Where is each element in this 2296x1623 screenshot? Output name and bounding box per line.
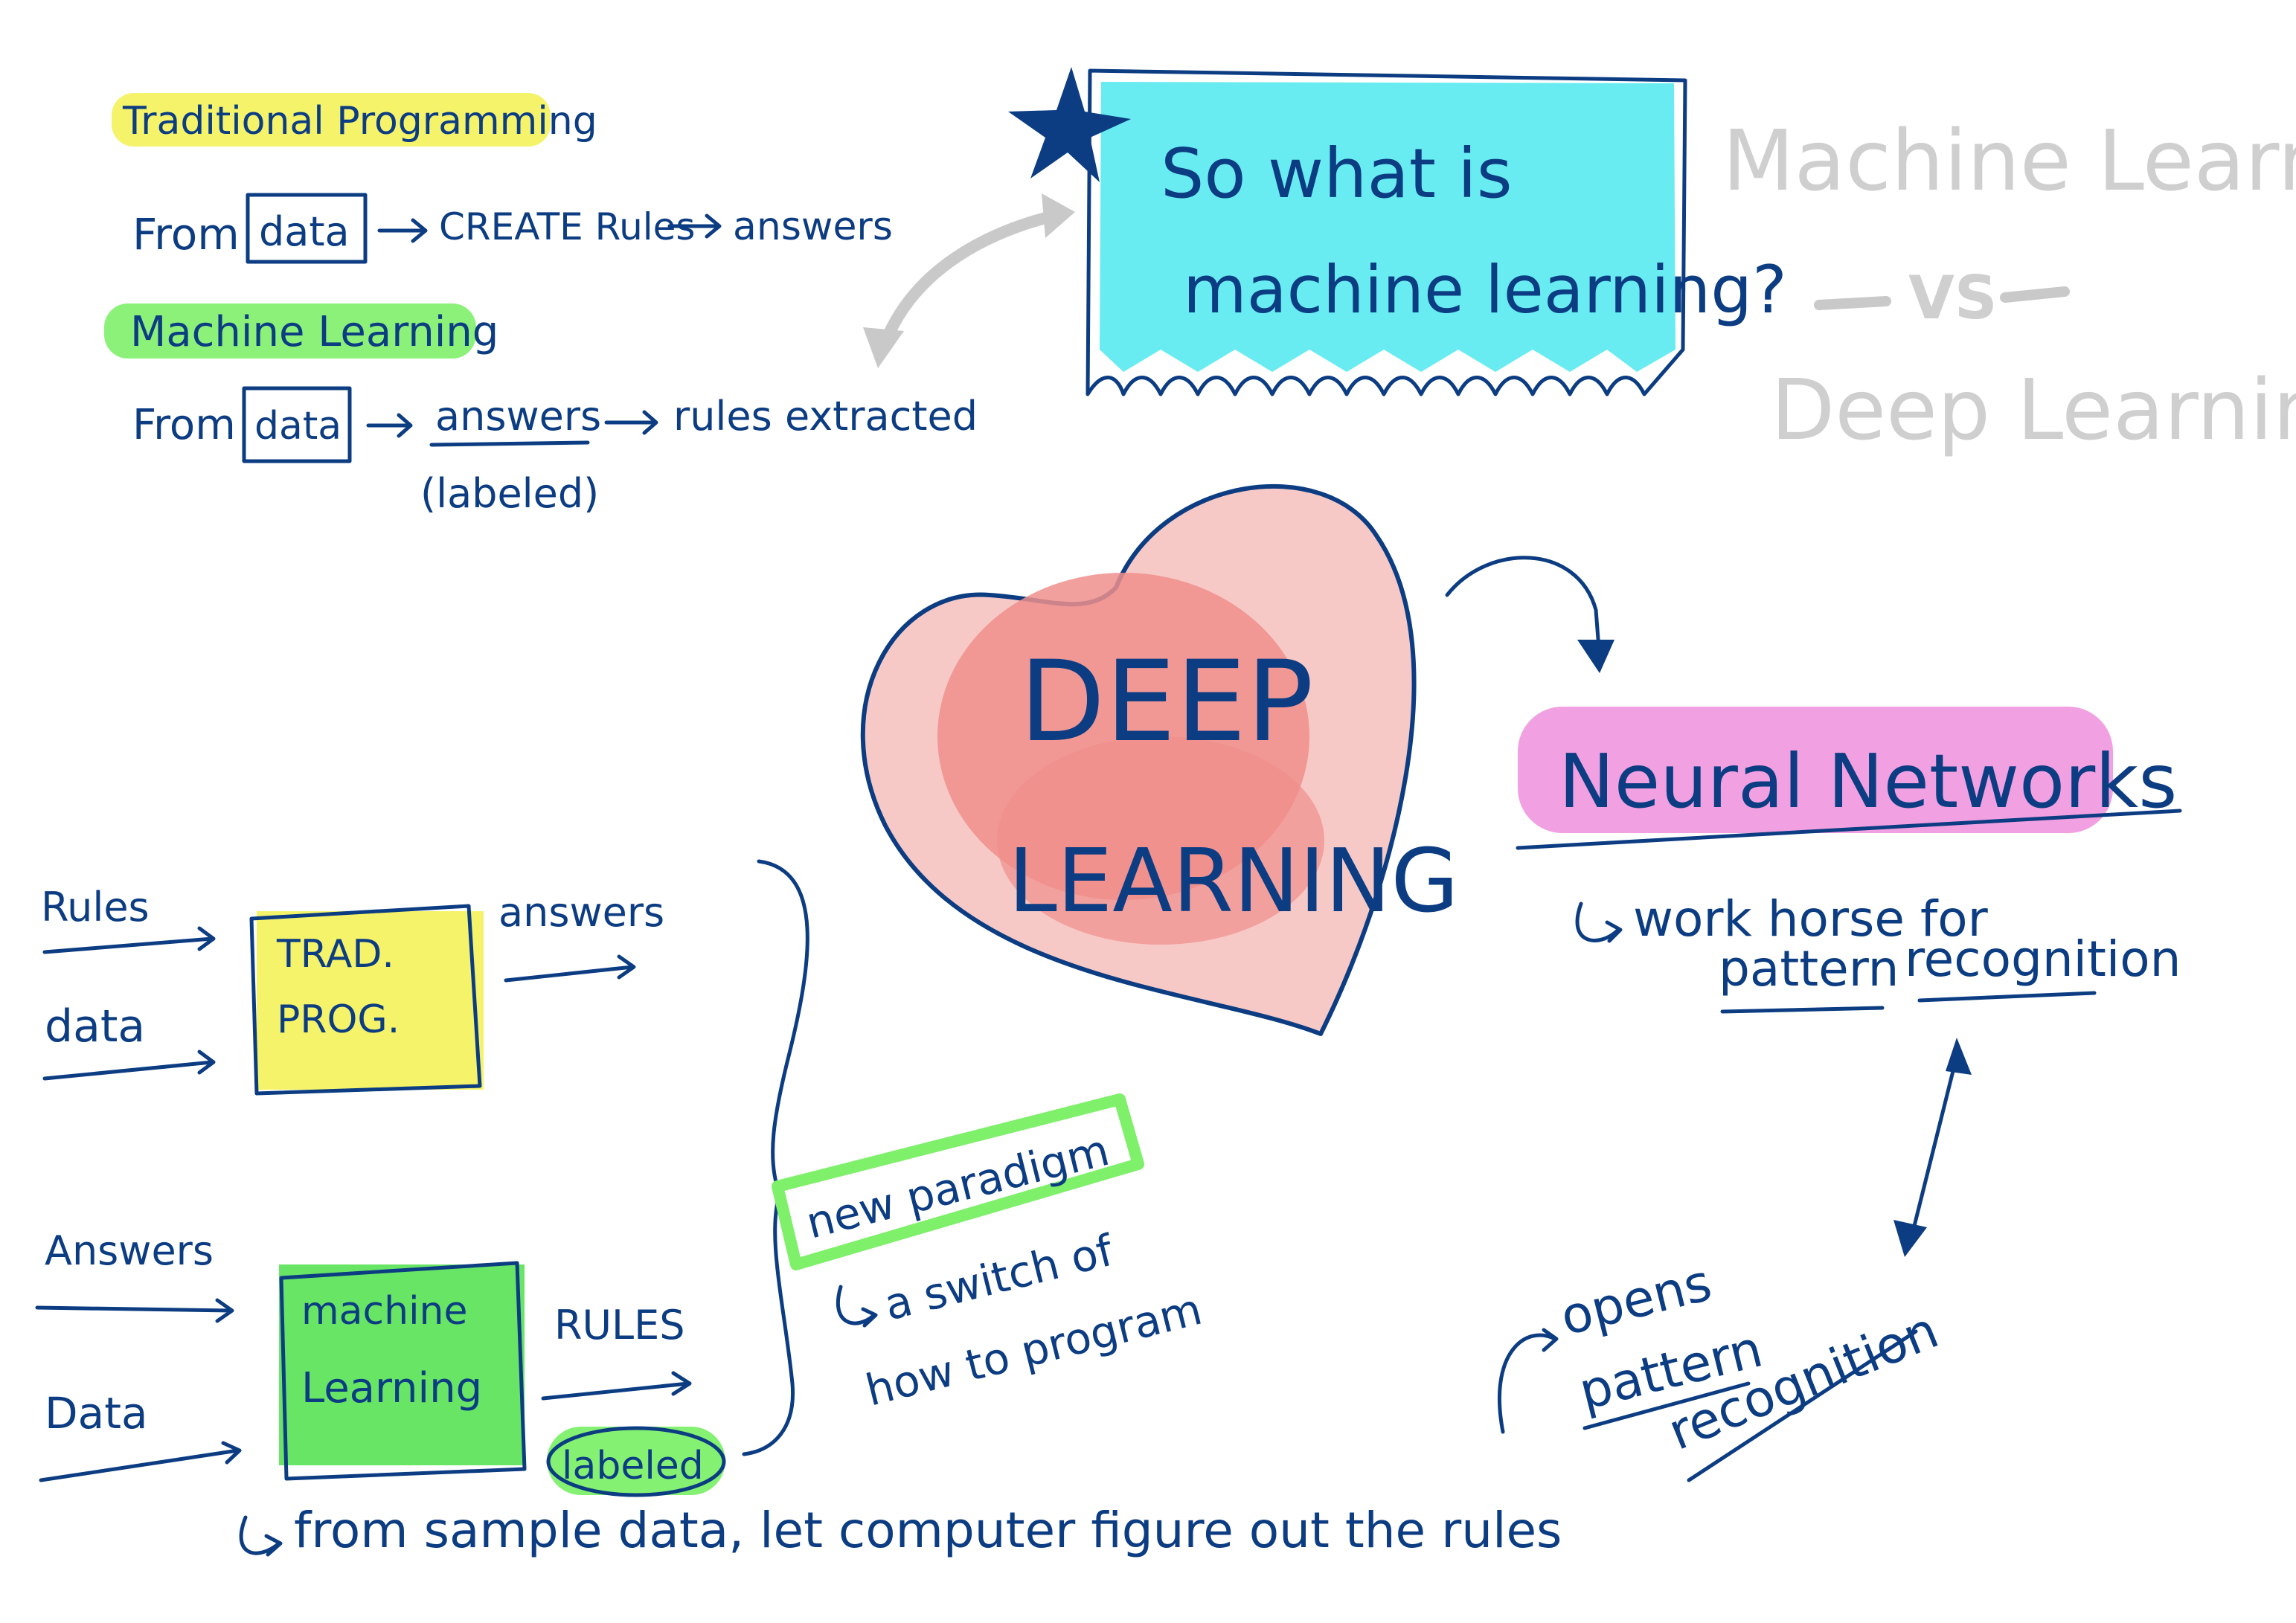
trad-prog-diagram: Rules data TRAD. PROG. answers bbox=[41, 884, 664, 1096]
faded-line-1: Machine Learning? bbox=[1722, 113, 2296, 210]
labeled-outline bbox=[546, 1426, 726, 1497]
ml-answers: answers bbox=[435, 393, 601, 440]
opens-pattern-underline bbox=[1582, 1381, 1751, 1430]
trad-prog-yellow-fill bbox=[257, 911, 484, 1090]
question-line-1: So what is bbox=[1161, 134, 1513, 213]
star-icon bbox=[1008, 67, 1131, 182]
trad-box-line-2: PROG. bbox=[277, 997, 400, 1042]
ml-rules-extracted: rules extracted bbox=[673, 393, 978, 440]
neural-networks-section: Neural Networks work horse for pattern r… bbox=[1516, 707, 2182, 1014]
bottom-note-text: from sample data, let computer figure ou… bbox=[294, 1502, 1562, 1559]
hook-arrow-icon bbox=[1575, 902, 1623, 943]
ml-box-line-2: Learning bbox=[301, 1364, 482, 1413]
faded-line-2: Deep Learning? bbox=[1771, 362, 2296, 459]
opens-recognition-underline bbox=[1687, 1329, 1918, 1482]
trad-rules-in: Rules bbox=[41, 884, 150, 931]
neural-workhorse: work horse for bbox=[1633, 890, 1989, 948]
top-left-definitions: Traditional Programming From data CREATE… bbox=[104, 93, 978, 517]
arrow-head-icon bbox=[1893, 1220, 1927, 1257]
arrow-right-icon bbox=[604, 410, 658, 435]
neural-underline bbox=[1516, 809, 2182, 850]
arrow-right-icon bbox=[504, 954, 636, 983]
neural-pattern: pattern bbox=[1719, 940, 1899, 997]
cyan-scribble-fill bbox=[1100, 82, 1675, 372]
trad-box-line-1: TRAD. bbox=[276, 932, 394, 977]
double-arrow bbox=[1893, 1038, 1972, 1257]
trad-data-in: data bbox=[45, 1000, 145, 1052]
curly-brace bbox=[742, 859, 809, 1456]
green-highlight bbox=[104, 303, 476, 359]
hook-arrow-icon bbox=[1498, 1328, 1559, 1434]
arrow-right-icon bbox=[377, 218, 428, 243]
traditional-programming-title: Traditional Programming bbox=[122, 99, 597, 144]
recognition-underline bbox=[1917, 991, 2097, 1003]
ml-rules-out: RULES bbox=[554, 1302, 685, 1349]
vs-dash-right bbox=[2000, 286, 2070, 303]
heart-line-2: LEARNING bbox=[1008, 829, 1459, 932]
arrow-head-icon bbox=[1042, 193, 1075, 238]
paradigm-green-box bbox=[772, 1093, 1144, 1270]
answers-underline bbox=[429, 440, 590, 447]
deep-learning-heart: DEEP LEARNING bbox=[860, 483, 1459, 1036]
ml-from-label: From bbox=[132, 401, 236, 449]
trad-data-label: data bbox=[259, 208, 350, 255]
arrow-head-icon bbox=[1946, 1038, 1972, 1075]
question-line-2: machine learning? bbox=[1183, 251, 1787, 328]
yellow-highlight bbox=[112, 93, 551, 147]
neural-title: Neural Networks bbox=[1559, 738, 2177, 825]
ml-box bbox=[279, 1261, 527, 1481]
hook-arrow-icon bbox=[239, 1515, 283, 1557]
heart-inner-blob bbox=[997, 736, 1324, 945]
arrow-right-icon bbox=[667, 213, 722, 239]
machine-learning-title: Machine Learning bbox=[130, 308, 498, 356]
labeled-green-pill bbox=[547, 1427, 725, 1495]
arrow-right-icon bbox=[39, 1441, 242, 1482]
pattern-underline bbox=[1720, 1006, 1885, 1014]
arrow-head-icon bbox=[863, 327, 904, 368]
trad-answers-out: answers bbox=[498, 889, 664, 936]
arrow-right-icon bbox=[42, 1050, 216, 1081]
trad-create-rules: CREATE Rules bbox=[439, 205, 695, 248]
ml-data-in: Data bbox=[45, 1388, 148, 1439]
hook-arrow-icon bbox=[836, 1285, 878, 1328]
heart-line-1: DEEP bbox=[1019, 637, 1314, 767]
question-box: So what is machine learning? bbox=[1008, 67, 1787, 396]
ml-labeled: (labeled) bbox=[420, 470, 599, 517]
pink-highlight bbox=[1518, 707, 2113, 833]
ml-data-box bbox=[242, 386, 352, 463]
ml-green-fill bbox=[279, 1264, 525, 1465]
arrow-head-icon bbox=[1577, 640, 1614, 673]
trad-prog-box bbox=[249, 904, 482, 1096]
vs-dash-left bbox=[1814, 296, 1891, 310]
faded-vs: VS bbox=[1908, 263, 1998, 332]
trad-answers: answers bbox=[733, 205, 893, 249]
arrow-right-icon bbox=[35, 1298, 234, 1323]
paradigm-section: new paradigm a switch of how to program bbox=[772, 1093, 1207, 1416]
arrow-right-icon bbox=[366, 413, 413, 438]
opens-line-1: opens bbox=[1555, 1253, 1717, 1347]
question-box-outline bbox=[1086, 68, 1687, 396]
opens-section: opens pattern recognition bbox=[1498, 1253, 1946, 1482]
ml-answers-in: Answers bbox=[45, 1227, 214, 1274]
faded-question: Machine Learning? VS Deep Learning? bbox=[1722, 113, 2296, 459]
ml-labeled-tag: labeled bbox=[562, 1444, 704, 1488]
trad-data-box bbox=[246, 193, 368, 264]
trad-from-label: From bbox=[132, 209, 240, 260]
ml-diagram: Answers Data machine Learning RULES labe… bbox=[35, 1227, 726, 1497]
neural-recognition: recognition bbox=[1905, 931, 2181, 988]
ml-box-line-1: machine bbox=[301, 1289, 467, 1334]
arrow-right-icon bbox=[541, 1371, 692, 1401]
heart-to-neural-arrow bbox=[1445, 556, 1614, 673]
ml-data-label: data bbox=[254, 404, 341, 449]
bottom-note: from sample data, let computer figure ou… bbox=[239, 1502, 1562, 1559]
arrow-right-icon bbox=[42, 926, 216, 954]
gray-curved-arrow bbox=[863, 193, 1075, 368]
